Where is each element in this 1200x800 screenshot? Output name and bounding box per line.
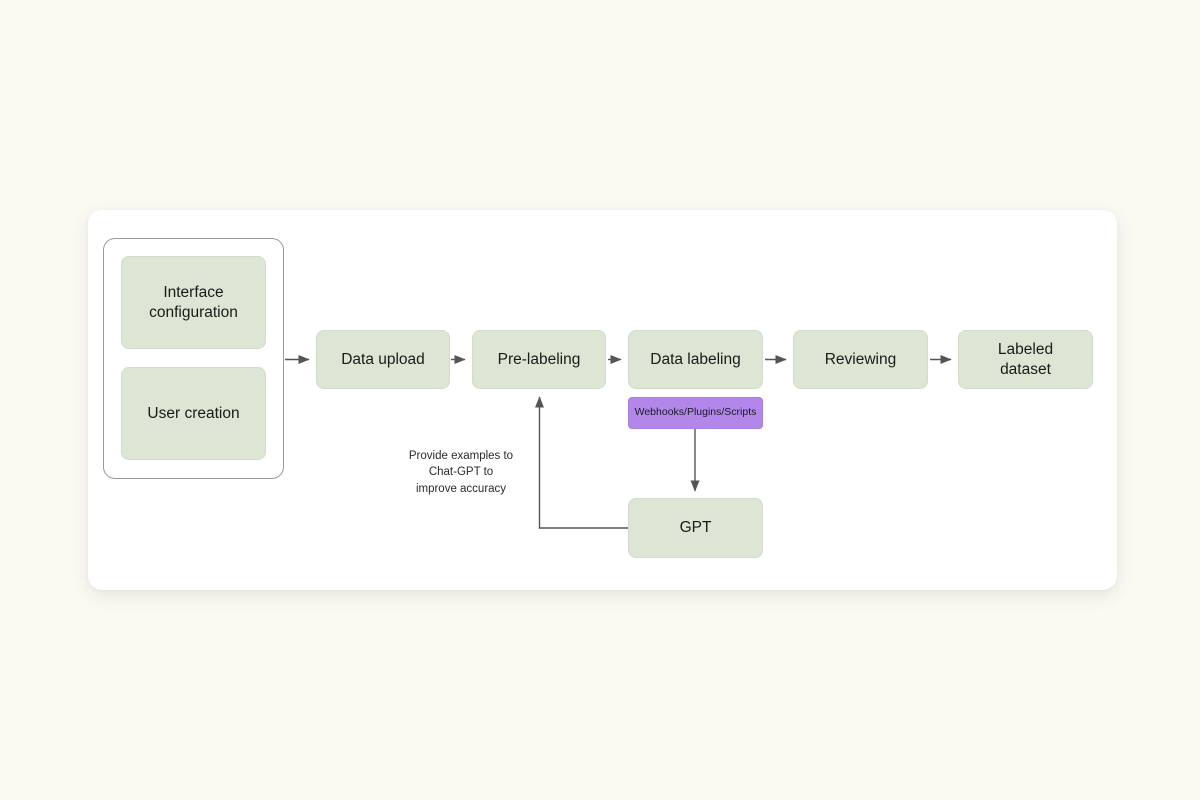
node-label: Webhooks/Plugins/Scripts	[634, 406, 757, 419]
node-labeled-dataset[interactable]: Labeled dataset	[958, 330, 1093, 389]
node-gpt[interactable]: GPT	[628, 498, 763, 558]
node-interface-configuration[interactable]: Interface configuration	[121, 256, 266, 349]
node-data-labeling[interactable]: Data labeling	[628, 330, 763, 389]
node-label: Labeled dataset	[997, 341, 1054, 378]
node-label: Data upload	[341, 350, 425, 368]
node-label: Pre-labeling	[497, 350, 581, 368]
node-label: Interface configuration	[149, 284, 238, 321]
gpt-feedback-note: Provide examples to Chat-GPT to improve …	[408, 450, 514, 495]
node-label: User creation	[147, 404, 240, 422]
node-label: Reviewing	[824, 350, 897, 368]
node-label: Data labeling	[650, 350, 741, 368]
node-data-upload[interactable]: Data upload	[316, 330, 450, 389]
node-pre-labeling[interactable]: Pre-labeling	[472, 330, 606, 389]
node-webhooks-plugins-scripts[interactable]: Webhooks/Plugins/Scripts	[628, 397, 763, 429]
node-reviewing[interactable]: Reviewing	[793, 330, 928, 389]
node-user-creation[interactable]: User creation	[121, 367, 266, 460]
node-label: GPT	[679, 519, 712, 537]
